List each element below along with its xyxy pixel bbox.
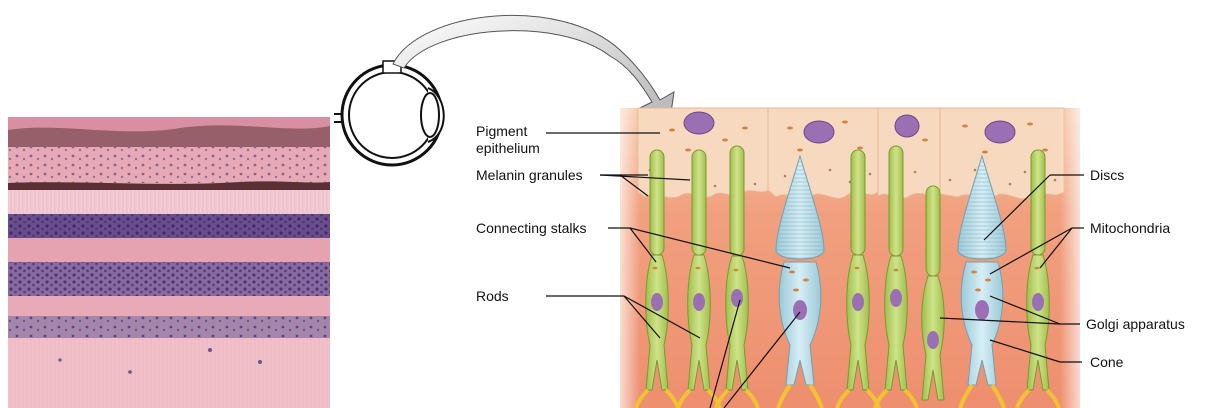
eye-icon — [334, 61, 444, 165]
label-mitochondria: Mitochondria — [1090, 220, 1170, 236]
retina-micrograph — [8, 117, 330, 408]
label-discs: Discs — [1090, 167, 1124, 183]
label-melanin-granules: Melanin granules — [476, 167, 583, 183]
label-golgi-apparatus: Golgi apparatus — [1086, 316, 1185, 332]
label-cone: Cone — [1090, 354, 1124, 370]
label-pigment-line2: epithelium — [476, 140, 540, 156]
label-connecting-stalks: Connecting stalks — [476, 220, 587, 236]
label-rods: Rods — [476, 288, 509, 304]
label-pigment-line1: Pigment — [476, 123, 527, 139]
